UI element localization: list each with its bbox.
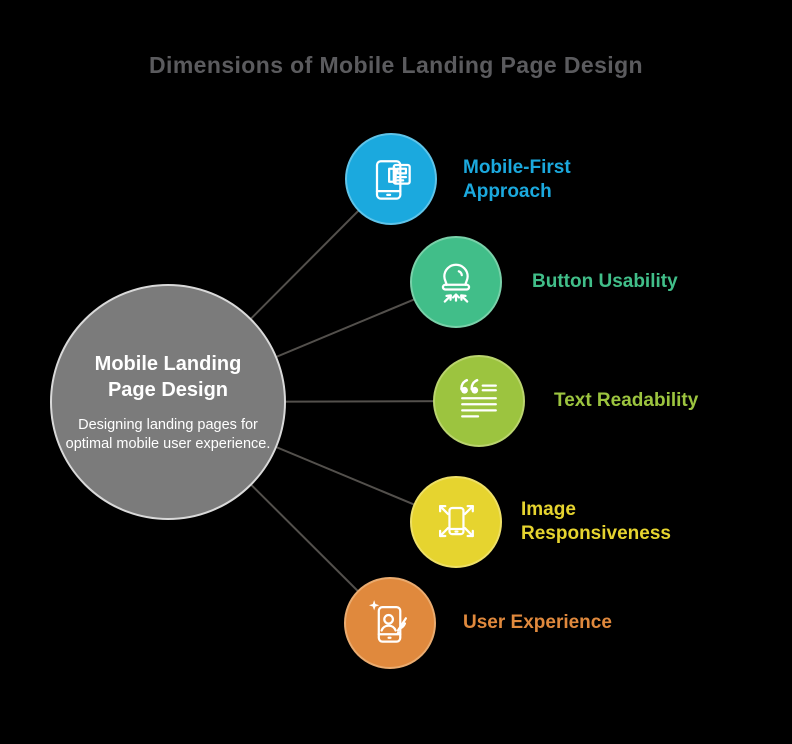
button-press-icon <box>441 263 471 303</box>
node-label-user-experience: User Experience <box>463 612 612 633</box>
central-topic-description: Designing landing pages for optimal mobi… <box>65 416 271 452</box>
node-circle-button-usability <box>410 236 502 328</box>
page-title: Dimensions of Mobile Landing Page Design <box>149 52 643 78</box>
central-topic-title: Mobile Landing Page Design <box>94 352 242 401</box>
node-label-text-readability: Text Readability <box>554 390 699 411</box>
expand-phone-icon <box>439 505 474 538</box>
central-topic-circle: Mobile Landing Page Design Designing lan… <box>50 284 286 520</box>
blockquote-icon <box>460 378 497 418</box>
node-label-mobile-first: Mobile-First Approach <box>463 157 571 202</box>
node-circle-mobile-first <box>345 133 437 225</box>
node-circle-user-experience <box>344 577 436 669</box>
node-label-button-usability: Button Usability <box>532 271 678 292</box>
node-circle-image-responsiveness <box>410 476 502 568</box>
node-label-image-responsiveness: Image Responsiveness <box>521 499 671 544</box>
phone-card-icon <box>375 160 411 200</box>
phone-user-sketch-icon <box>369 600 407 643</box>
node-circle-text-readability <box>433 355 525 447</box>
